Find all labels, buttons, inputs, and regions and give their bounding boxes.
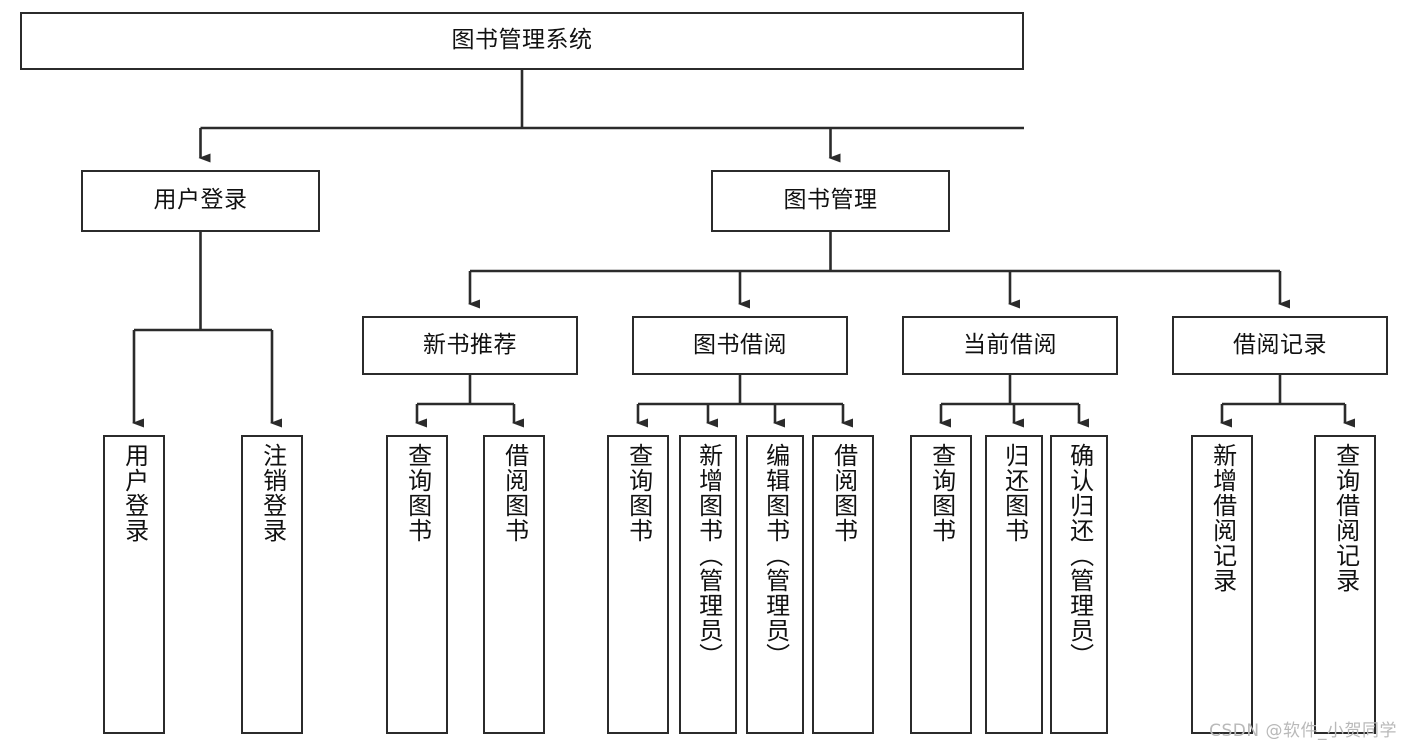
- node-current-borrow-label: 当前借阅: [963, 331, 1057, 358]
- node-leaf-query-book-3[interactable]: 查询图书: [910, 435, 972, 734]
- node-leaf-confirm-return-admin-label: 确认归还（管理员）: [1065, 443, 1094, 668]
- node-book-manage[interactable]: 图书管理: [711, 170, 950, 232]
- node-leaf-edit-book-admin[interactable]: 编辑图书（管理员）: [746, 435, 804, 734]
- node-book-borrow[interactable]: 图书借阅: [632, 316, 848, 375]
- node-leaf-borrow-book-2-label: 借阅图书: [829, 443, 858, 543]
- node-leaf-borrow-book-1[interactable]: 借阅图书: [483, 435, 545, 734]
- node-current-borrow[interactable]: 当前借阅: [902, 316, 1118, 375]
- node-leaf-query-borrow-record[interactable]: 查询借阅记录: [1314, 435, 1376, 734]
- node-leaf-user-logout[interactable]: 注销登录: [241, 435, 303, 734]
- node-leaf-query-book-2[interactable]: 查询图书: [607, 435, 669, 734]
- node-leaf-borrow-book-2[interactable]: 借阅图书: [812, 435, 874, 734]
- node-book-borrow-label: 图书借阅: [693, 331, 787, 358]
- node-leaf-add-book-admin[interactable]: 新增图书（管理员）: [679, 435, 737, 734]
- node-book-manage-label: 图书管理: [783, 187, 878, 214]
- node-user-login-label: 用户登录: [153, 187, 248, 214]
- node-leaf-add-borrow-record-label: 新增借阅记录: [1208, 443, 1237, 593]
- node-new-book-recommend-label: 新书推荐: [423, 331, 517, 358]
- csdn-watermark: CSDN @软件_小贺同学: [1209, 721, 1397, 741]
- node-leaf-add-borrow-record[interactable]: 新增借阅记录: [1191, 435, 1253, 734]
- node-leaf-query-book-1[interactable]: 查询图书: [386, 435, 448, 734]
- node-leaf-user-login-label: 用户登录: [120, 443, 149, 543]
- node-leaf-add-book-admin-label: 新增图书（管理员）: [694, 443, 723, 668]
- node-leaf-query-borrow-record-label: 查询借阅记录: [1331, 443, 1360, 593]
- node-leaf-user-logout-label: 注销登录: [258, 443, 287, 543]
- node-root[interactable]: 图书管理系统: [20, 12, 1024, 70]
- node-leaf-return-book[interactable]: 归还图书: [985, 435, 1043, 734]
- node-leaf-confirm-return-admin[interactable]: 确认归还（管理员）: [1050, 435, 1108, 734]
- node-leaf-query-book-1-label: 查询图书: [403, 443, 432, 543]
- node-leaf-user-login[interactable]: 用户登录: [103, 435, 165, 734]
- node-leaf-query-book-3-label: 查询图书: [927, 443, 956, 543]
- node-leaf-borrow-book-1-label: 借阅图书: [500, 443, 529, 543]
- node-borrow-record[interactable]: 借阅记录: [1172, 316, 1388, 375]
- node-leaf-query-book-2-label: 查询图书: [624, 443, 653, 543]
- node-borrow-record-label: 借阅记录: [1233, 331, 1327, 358]
- node-leaf-edit-book-admin-label: 编辑图书（管理员）: [761, 443, 790, 668]
- node-user-login[interactable]: 用户登录: [81, 170, 320, 232]
- node-root-label: 图书管理系统: [451, 27, 593, 54]
- node-leaf-return-book-label: 归还图书: [1000, 443, 1029, 543]
- node-new-book-recommend[interactable]: 新书推荐: [362, 316, 578, 375]
